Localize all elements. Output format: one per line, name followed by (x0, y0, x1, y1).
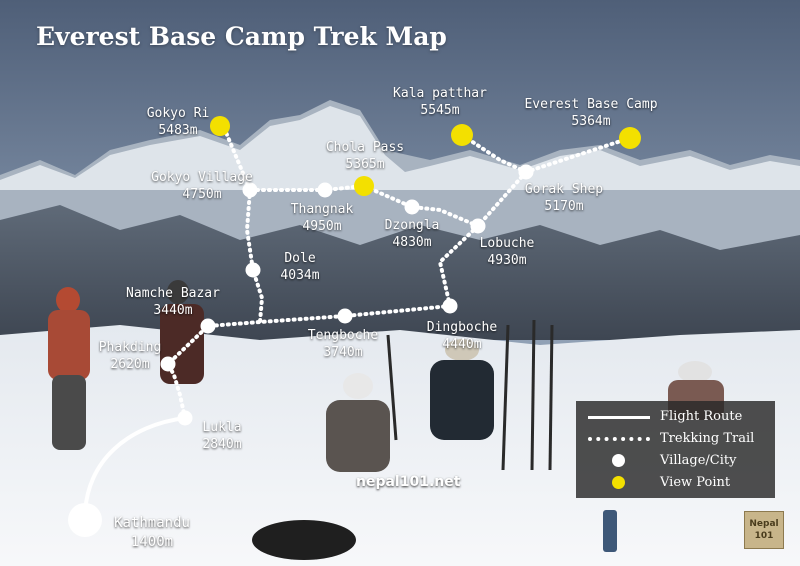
marker-kalapatthar (451, 124, 473, 146)
trekker-1-legs (52, 375, 86, 450)
legend-row-village: Village/City (576, 451, 775, 471)
map-title: Everest Base Camp Trek Map (36, 22, 447, 51)
map-legend: Flight Route Trekking Trail Village/City… (576, 401, 775, 498)
trekker-5-hat (678, 361, 712, 383)
legend-village-label: Village/City (660, 453, 737, 468)
trekking-pole (530, 319, 536, 471)
trail-lukla-dingboche (165, 304, 452, 420)
marker-dingboche (442, 298, 458, 314)
marker-dzongla (404, 199, 420, 215)
trekker-3-body (326, 400, 390, 472)
marker-lobuche (470, 218, 486, 234)
legend-viewpoint-label: View Point (660, 475, 731, 490)
watermark-text: nepal101.net (356, 474, 461, 490)
marker-namche (200, 318, 216, 334)
legend-row-trail: Trekking Trail (576, 429, 775, 449)
marker-ebc (619, 127, 641, 149)
marker-cholapass (354, 176, 374, 196)
marker-gorakshep (518, 164, 534, 180)
legend-viewpoint-dot (612, 476, 625, 489)
trekker-1-head (56, 287, 80, 313)
trail-chola-pass (248, 183, 480, 228)
marker-gokyori (210, 116, 230, 136)
trekker-3-hat (343, 373, 373, 399)
trekker-4-body (430, 360, 494, 440)
trail-to-kalapatthar (460, 133, 528, 174)
marker-phakding (160, 356, 176, 372)
legend-village-dot (612, 454, 625, 467)
trekker-4-hat (445, 339, 479, 361)
legend-flight-line (588, 416, 650, 419)
flight-route-line (83, 416, 187, 520)
snow-peaks (0, 106, 800, 190)
marker-gokyovillage (242, 182, 258, 198)
legend-flight-label: Flight Route (660, 409, 743, 424)
trekking-pole (386, 334, 398, 441)
marker-dole (245, 262, 261, 278)
legend-trail-label: Trekking Trail (660, 431, 755, 446)
marker-thangnak (317, 182, 333, 198)
legend-row-flight: Flight Route (576, 407, 775, 427)
snow-ground (0, 325, 800, 566)
legend-row-viewpoint: View Point (576, 473, 775, 493)
trail-dingboche-gorakshep (437, 170, 528, 308)
water-bottle (603, 510, 617, 552)
marker-tengboche (337, 308, 353, 324)
legend-trail-line (588, 437, 650, 441)
viewpoint-markers (210, 116, 641, 196)
trekker-2-head (167, 280, 189, 304)
marker-kathmandu (68, 503, 102, 537)
village-markers (68, 164, 534, 537)
dog-silhouette (252, 520, 356, 560)
trekking-pole (548, 324, 554, 471)
trail-to-gokyori (223, 128, 252, 192)
trekker-1-body (48, 310, 90, 380)
marker-lukla (177, 410, 193, 426)
trail-to-ebc (524, 136, 632, 174)
trekking-pole (501, 324, 510, 471)
